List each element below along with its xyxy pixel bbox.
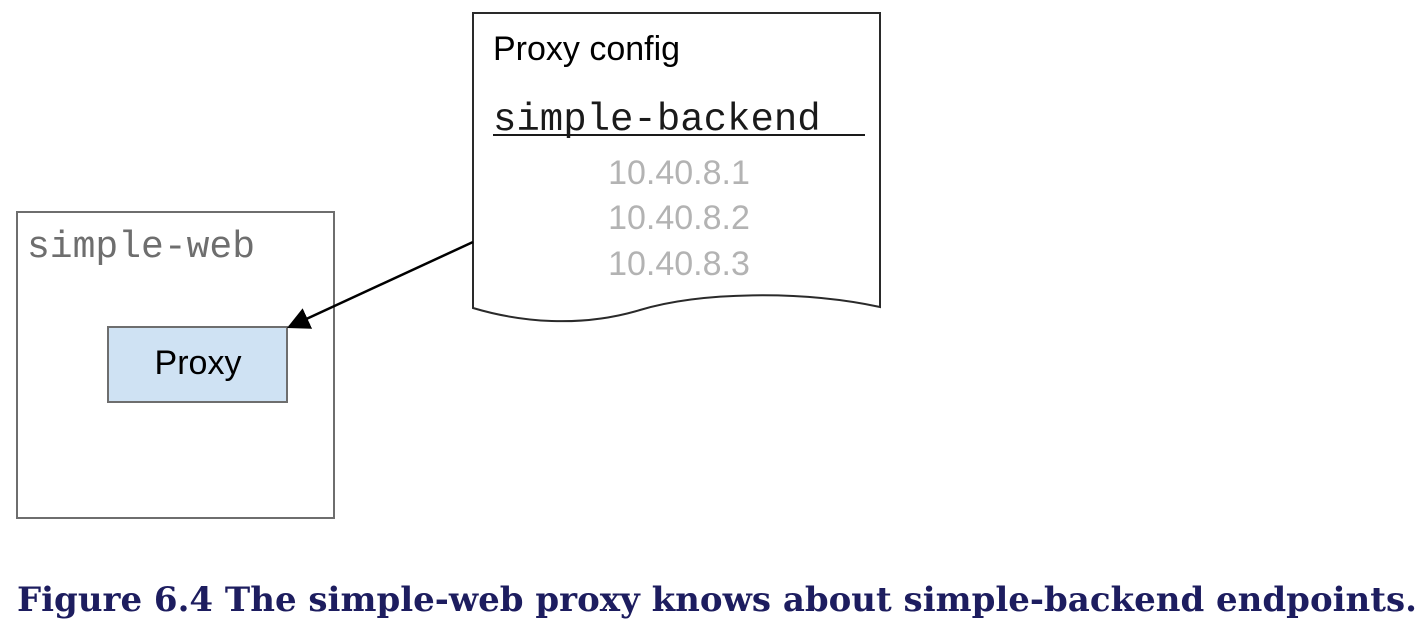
endpoint-2: 10.40.8.2 [608, 199, 750, 237]
proxy-box-label: Proxy [155, 344, 242, 382]
proxy-config-document: Proxy config simple-backend 10.40.8.1 10… [472, 12, 881, 323]
proxy-box: Proxy [107, 326, 288, 403]
architecture-diagram: simple-web Proxy Proxy config simple-bac… [16, 12, 881, 519]
endpoint-3: 10.40.8.3 [608, 245, 750, 283]
figure-caption: Figure 6.4 The simple-web proxy knows ab… [17, 580, 1417, 620]
document-shape [472, 12, 881, 323]
endpoint-1: 10.40.8.1 [608, 154, 750, 192]
host-box-label: simple-web [27, 226, 255, 269]
document-title: Proxy config [493, 30, 680, 68]
proxy-box-frame [107, 326, 288, 403]
config-to-proxy-arrow [286, 240, 474, 329]
